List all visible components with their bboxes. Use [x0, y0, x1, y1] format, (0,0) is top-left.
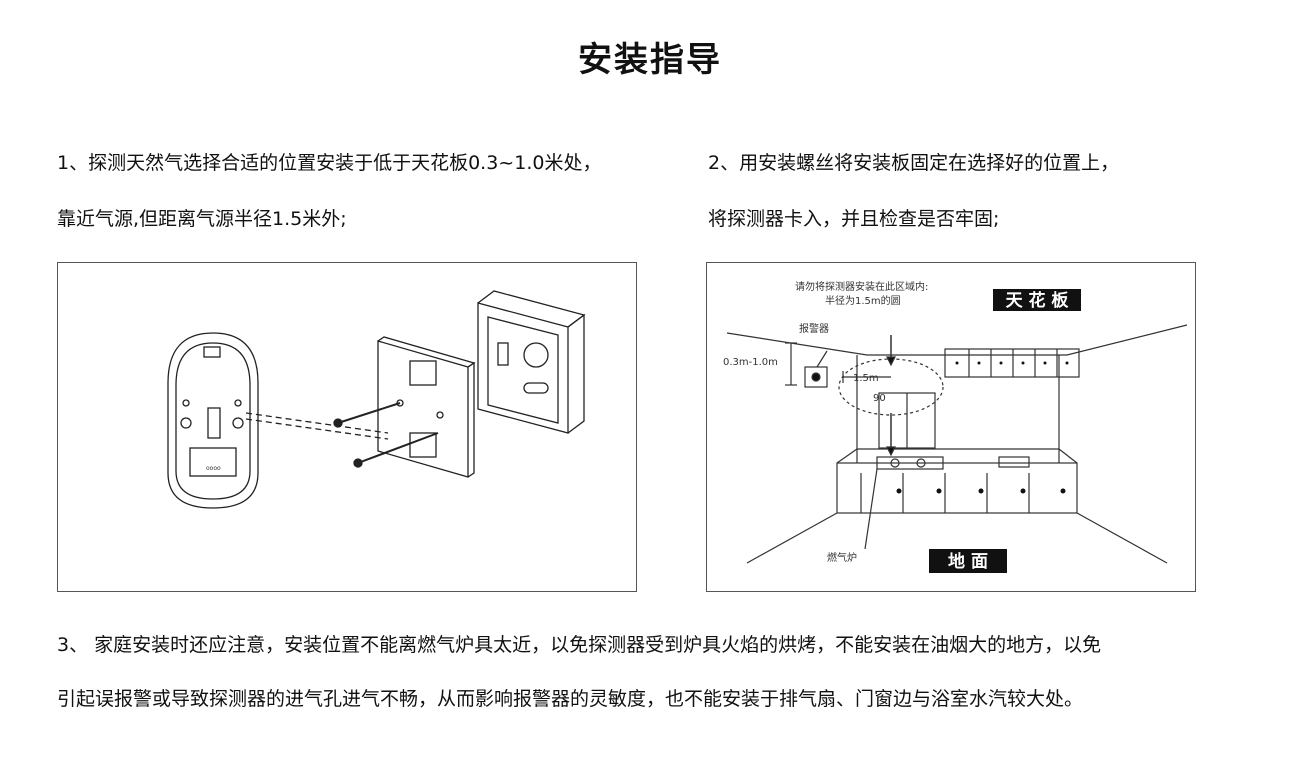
alarm-device	[804, 366, 828, 388]
floor-label: 地 面	[948, 551, 988, 572]
ceiling-label: 天 花 板	[1006, 290, 1070, 311]
step3-line2: 引起误报警或导致探测器的进气孔进气不畅，从而影响报警器的灵敏度，也不能安装于排气…	[57, 688, 1084, 710]
stove-label: 燃气炉	[827, 551, 857, 564]
screw-lower	[357, 432, 439, 464]
upper-cabinets	[944, 348, 1080, 378]
step1-line2: 靠近气源,但距离气源半径1.5米外;	[57, 208, 347, 230]
detector-back-plate	[167, 332, 259, 509]
radius-label: 1.5m	[853, 373, 879, 384]
step3-line1: 3、 家庭安装时还应注意，安装位置不能离燃气炉具太近，以免探测器受到炉具火焰的烘…	[57, 634, 1102, 656]
mounting-illustration-panel: oooo	[57, 262, 637, 592]
warning-note-line2: 半径为1.5m的圆	[825, 294, 901, 307]
step1-line1: 1、探测天然气选择合适的位置安装于低于天花板0.3~1.0米处，	[57, 152, 602, 174]
mounting-illustration: oooo	[167, 290, 586, 509]
kitchen-placement-panel: 请勿将探测器安装在此区域内: 半径为1.5m的圆 天 花 板 报警器 0.3m-…	[706, 262, 1196, 592]
kitchen-placement-diagram: 请勿将探测器安装在此区域内: 半径为1.5m的圆 天 花 板 报警器 0.3m-…	[723, 280, 1188, 573]
ceiling-label-box	[993, 289, 1081, 311]
gas-stove	[876, 456, 944, 470]
warning-note-line1: 请勿将探测器安装在此区域内:	[795, 280, 928, 293]
exclusion-radius	[838, 358, 944, 416]
floor-label-box	[929, 549, 1007, 573]
lower-cabinets	[836, 462, 1078, 514]
svg-text:oooo: oooo	[206, 465, 221, 472]
alarm-label: 报警器	[799, 322, 829, 335]
height-range-label: 0.3m-1.0m	[723, 357, 778, 368]
angle-label: 90	[873, 393, 886, 404]
step2-line2: 将探测器卡入，并且检查是否牢固;	[708, 208, 1000, 230]
screw-upper	[337, 402, 401, 424]
page-title: 安装指导	[578, 40, 722, 80]
step2-line1: 2、用安装螺丝将安装板固定在选择好的位置上，	[708, 152, 1120, 174]
